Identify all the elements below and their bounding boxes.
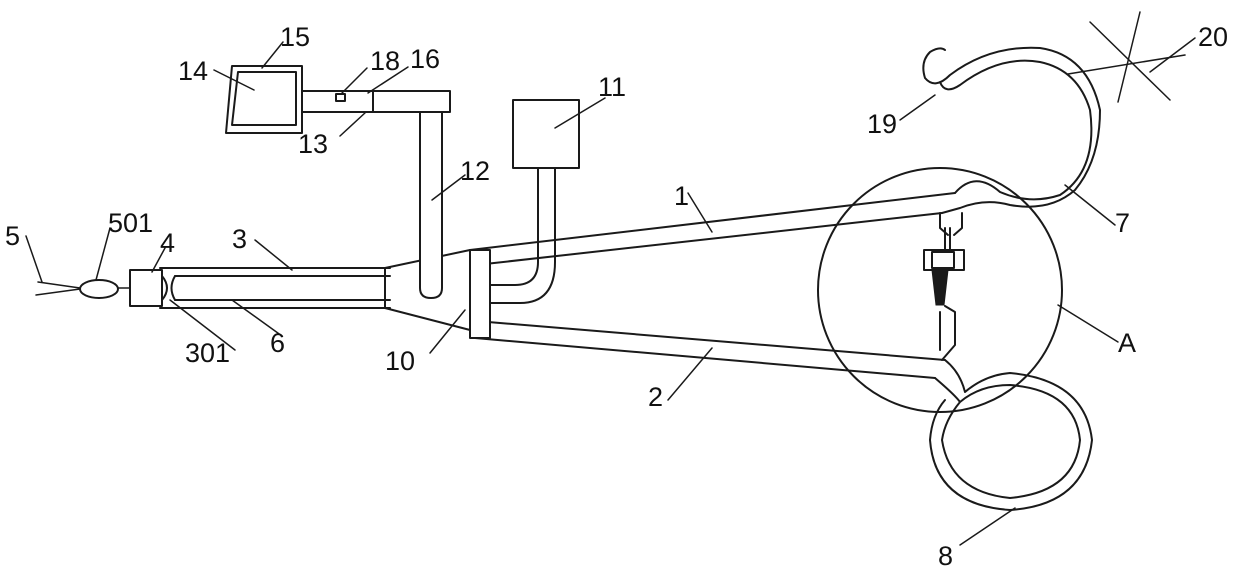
- balloon-501: [80, 280, 118, 298]
- label-13: 13: [298, 129, 328, 159]
- label-16: 16: [410, 44, 440, 74]
- label-12: 12: [460, 156, 490, 186]
- label-3: 3: [232, 224, 247, 254]
- ring-8: [930, 360, 1092, 510]
- label-1: 1: [674, 181, 689, 211]
- tube-12: [420, 110, 442, 298]
- cross-mark-20: [1068, 12, 1185, 102]
- label-4: 4: [160, 228, 175, 258]
- label-20: 20: [1198, 22, 1228, 52]
- label-15: 15: [280, 22, 310, 52]
- label-6: 6: [270, 328, 285, 358]
- label-A: A: [1118, 328, 1136, 358]
- latch-mechanism: [924, 213, 964, 360]
- label-7: 7: [1115, 208, 1130, 238]
- label-2: 2: [648, 382, 663, 412]
- box-11: [513, 100, 579, 168]
- label-11: 11: [598, 72, 626, 102]
- display-15: [226, 66, 302, 133]
- reference-labels: 1 2 3 4 5 501 6 301 7 8 10 11 12 13 14 1…: [5, 22, 1228, 571]
- label-19: 19: [867, 109, 897, 139]
- label-18: 18: [370, 46, 400, 76]
- tip-4: [130, 270, 175, 306]
- label-8: 8: [938, 541, 953, 571]
- arm-1: [470, 193, 955, 264]
- leader-lines: [26, 38, 1195, 545]
- label-5: 5: [5, 221, 20, 251]
- shaft-3: [160, 268, 390, 308]
- label-301: 301: [185, 338, 230, 368]
- label-10: 10: [385, 346, 415, 376]
- label-14: 14: [178, 56, 208, 86]
- bar-13: [290, 91, 450, 112]
- label-501: 501: [108, 208, 153, 238]
